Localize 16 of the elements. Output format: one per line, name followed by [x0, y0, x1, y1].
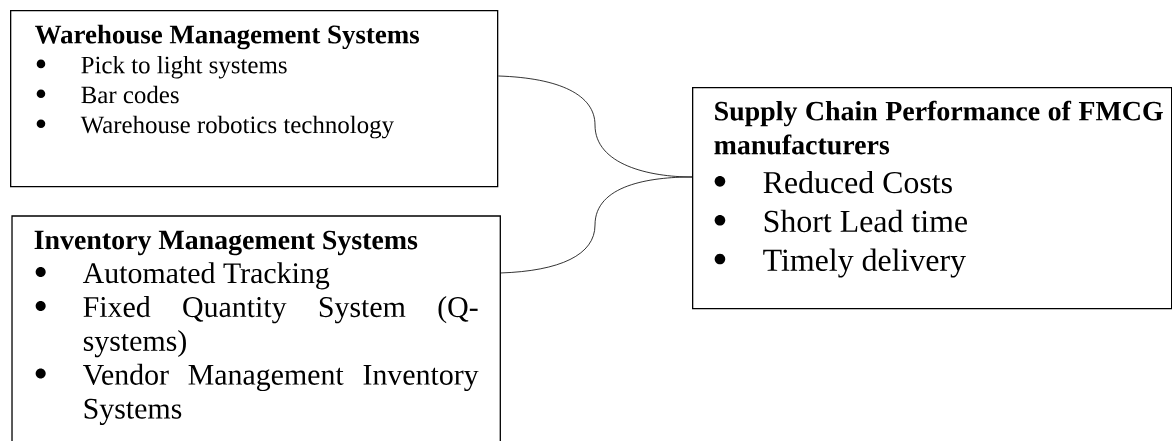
bullet-item: Reduced Costs: [763, 170, 952, 194]
bullet-item: Timely delivery: [763, 248, 966, 278]
text-box: [692, 87, 1172, 310]
bullet-item: Pick to light systems: [81, 55, 287, 79]
connector-line: [499, 176, 693, 274]
box-heading: Warehouse Management Systems: [35, 24, 419, 50]
box-heading: Inventory Management Systems: [34, 230, 418, 256]
bullet-item: Fixed Quantity System (Q-systems): [83, 296, 478, 358]
box-heading: Supply Chain Performance of FMCG manufacturers: [714, 100, 1163, 155]
bullet-item: Warehouse robotics technology: [80, 115, 394, 139]
text-box: [11, 215, 501, 441]
bullet-item: Bar codes: [81, 85, 179, 104]
bullet-item: Automated Tracking: [82, 262, 330, 290]
bullet-item: Short Lead time: [764, 209, 967, 233]
text-box: [10, 10, 499, 188]
bullet-item: Vendor Management Inventory Systems: [83, 363, 479, 425]
